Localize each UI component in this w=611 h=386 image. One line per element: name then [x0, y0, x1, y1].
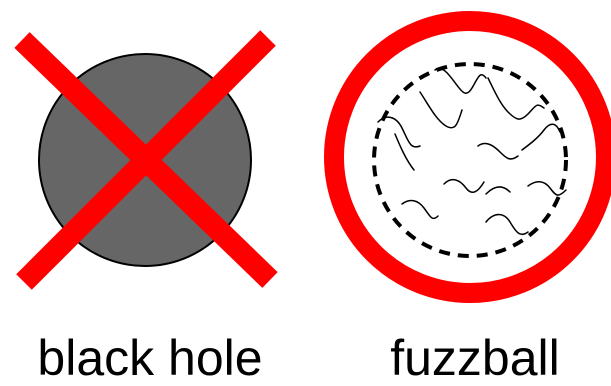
fuzzball-label: fuzzball [360, 330, 590, 386]
black-hole-label: black hole [20, 330, 280, 386]
black-hole-figure [22, 38, 270, 282]
fuzzball-figure [334, 21, 606, 293]
